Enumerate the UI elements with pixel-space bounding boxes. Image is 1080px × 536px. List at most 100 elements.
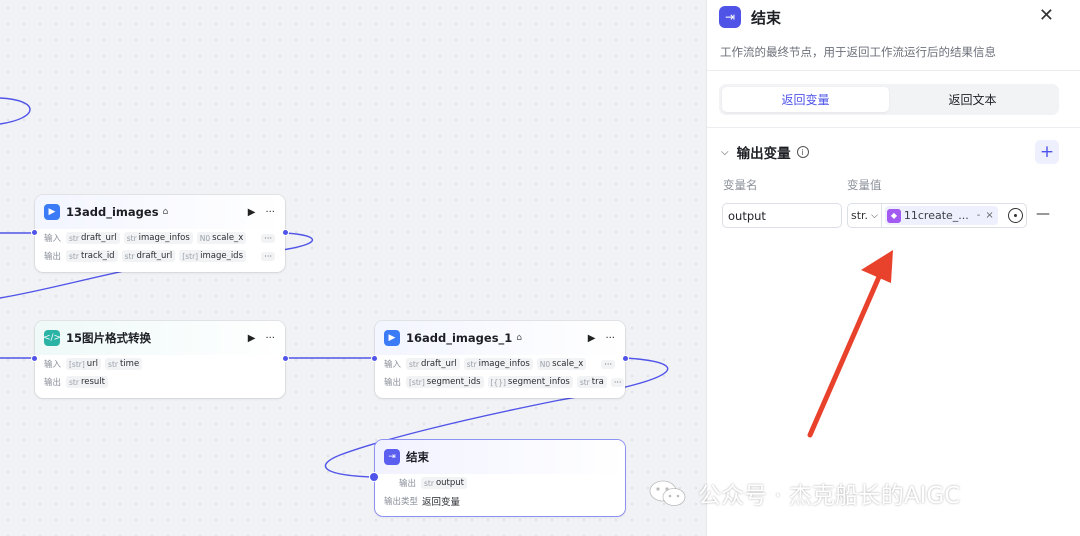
more-icon[interactable]: ··· [265,332,275,344]
remove-reference-icon[interactable]: × [985,210,994,221]
node-title: 16add_images_1 [406,331,513,345]
param-chip: [str]url [66,358,102,370]
more-icon[interactable]: ··· [605,332,615,344]
more-params-button[interactable]: ··· [261,251,275,261]
plugin-icon: ▶ [44,204,60,220]
add-variable-button[interactable]: + [1035,140,1059,164]
run-icon[interactable]: ▶ [587,332,596,344]
type-value: str. [851,209,869,222]
variable-name-input[interactable] [722,203,842,228]
output-type-value: 返回变量 [422,497,461,508]
output-label: 输出 [44,252,62,262]
col-variable-name: 变量名 [723,178,758,192]
chevron-down-icon: ⌵ [871,210,878,221]
param-chip: [str]segment_ids [406,376,484,388]
section-title: 输出变量 [736,146,791,162]
more-params-button[interactable]: ··· [610,377,625,387]
chip-icon: ⌂ [162,207,169,217]
panel-description: 工作流的最终节点，用于返回工作流运行后的结果信息 [720,45,996,59]
output-port[interactable] [282,229,289,236]
info-icon[interactable]: i [796,146,809,158]
node-title: 结束 [406,450,429,464]
divider [707,70,1080,71]
type-select[interactable]: str. ⌵ [851,204,882,227]
reference-chip[interactable]: ◆ 11create_... - × [884,206,998,225]
input-label: 输入 [44,234,62,244]
close-icon[interactable]: ✕ [1038,5,1054,26]
plugin-icon: ▶ [384,330,400,346]
output-port[interactable] [622,355,629,362]
param-chip: [{}]segment_infos [487,376,573,388]
more-params-button[interactable]: ··· [261,233,275,243]
end-icon: ⇥ [384,449,400,465]
col-variable-value: 变量值 [847,178,882,192]
node-header: ▶ 16add_images_1 ⌂ ▶ ··· [375,321,625,355]
remove-variable-button[interactable]: — [1036,206,1050,222]
input-label: 输入 [384,360,402,370]
panel-header: ⇥ 结束 [719,6,781,28]
input-label: 输入 [44,360,62,370]
input-port[interactable] [371,355,378,362]
watermark: 公众号 · 杰克船长的AIGC [648,476,960,510]
panel-title: 结束 [751,8,782,27]
chip-icon: ⌂ [516,333,523,343]
chevron-down-icon[interactable]: ⌵ [721,146,729,158]
node-title: 13add_images [66,205,159,219]
cube-icon: ◆ [886,208,901,223]
node-header: ⇥ 结束 [375,440,625,474]
output-variables-section[interactable]: ⌵ 输出变量 i [721,142,809,162]
input-port[interactable] [31,355,38,362]
node-header: ▶ 13add_images ⌂ ▶ ··· [35,195,285,229]
return-mode-tabs: 返回变量 返回文本 [719,84,1059,115]
run-icon[interactable]: ▶ [247,332,256,344]
output-label: 输出 [384,378,402,388]
reference-dash: - [976,210,981,221]
watermark-text: 公众号 · 杰克船长的AIGC [698,483,961,509]
node-title: 15图片格式转换 [66,331,152,345]
node-header: </> 15图片格式转换 ▶ ··· [35,321,285,355]
variable-value-field[interactable]: str. ⌵ ◆ 11create_... - × [847,203,1027,228]
target-icon[interactable] [1008,208,1023,223]
end-icon: ⇥ [719,6,741,28]
more-icon[interactable]: ··· [265,206,275,218]
end-node-panel: ⇥ 结束 ✕ 工作流的最终节点，用于返回工作流运行后的结果信息 返回变量 返回文… [706,0,1080,536]
tab-return-text[interactable]: 返回文本 [948,93,997,107]
wechat-icon [649,480,686,506]
tab-return-variable[interactable]: 返回变量 [722,87,889,112]
input-port[interactable] [369,472,379,482]
output-port[interactable] [282,355,289,362]
divider [707,127,1080,128]
output-type-label: 输出类型 [384,497,419,507]
input-port[interactable] [31,229,38,236]
run-icon[interactable]: ▶ [247,206,256,218]
code-icon: </> [43,330,61,346]
output-label: 输出 [44,378,62,388]
output-type-row: 输出类型 返回变量 [375,492,625,510]
output-label: 输出 [399,479,417,489]
reference-label: 11create_... [903,209,969,222]
wire-16-end [324,357,669,478]
wire-top-loop [0,97,31,125]
more-params-button[interactable]: ··· [601,359,615,369]
